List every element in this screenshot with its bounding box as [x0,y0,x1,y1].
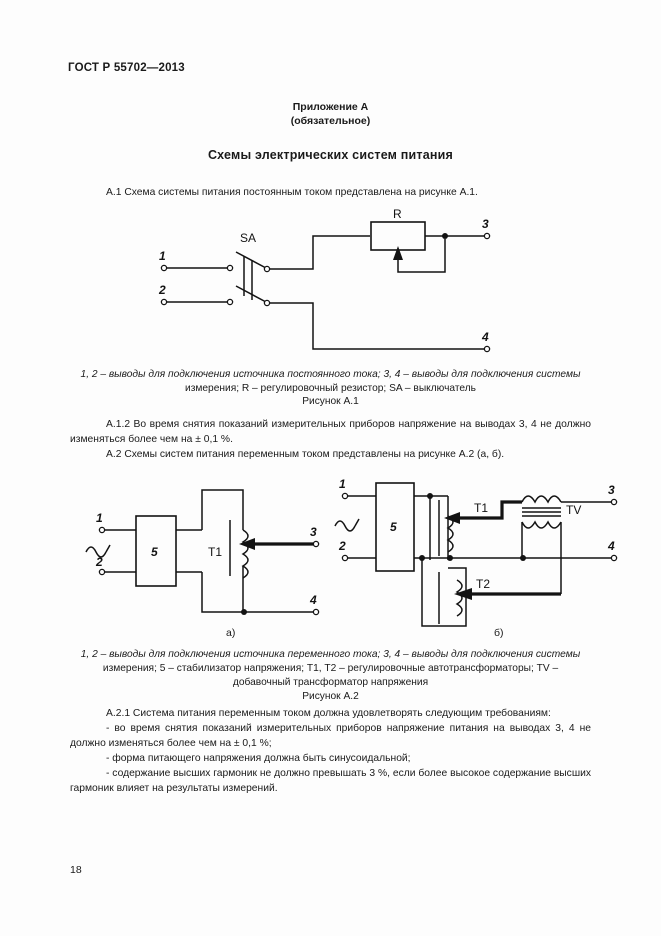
figure-a2a-label-terminal-4: 4 [309,593,317,607]
figure-a2-caption: 1, 2 – выводы для подключения источника … [55,648,606,691]
requirement-item-3: - содержание высших гармоник не должно п… [70,767,591,796]
paragraph-a1-2: А.1.2 Во время снятия показаний измерите… [70,418,591,447]
figure-a1-caption-line1: 1, 2 – выводы для подключения источника … [80,369,581,380]
figure-a2b-label-terminal-1: 1 [339,477,346,491]
figure-a2-sublabel-b: б) [494,627,504,639]
figure-a2-caption-line2: измерения; 5 – стабилизатор напряжения; … [102,663,559,675]
paragraph-a1: А.1 Схема системы питания постоянным ток… [70,186,591,201]
figure-a1-label-switch: SA [240,231,256,245]
page-title: Схемы электрических систем питания [207,148,454,162]
figure-a2b-label-voltage-transformer: TV [566,503,581,517]
figure-a2a-label-terminal-1: 1 [96,511,103,525]
requirement-item-3-text: - содержание высших гармоник не должно п… [70,768,591,794]
figure-a1-label-terminal-2: 2 [158,283,166,297]
figure-a2b-label-terminal-3: 3 [608,483,615,497]
figure-a1-number: Рисунок А.1 [302,396,359,407]
figure-a2-caption-line3: добавочный трансформатор напряжения [232,677,429,689]
figure-a1-label-terminal-4: 4 [481,330,489,344]
requirement-item-1: - во время снятия показаний измерительны… [70,722,591,751]
figure-a2b-label-terminal-2: 2 [338,539,346,553]
appendix-heading: Приложение А (обязательное) [0,100,661,128]
figure-a2a-label-terminal-3: 3 [310,525,317,539]
appendix-name: Приложение А [292,101,369,113]
figure-a2b-label-terminal-4: 4 [607,539,615,553]
paragraph-a2-1: А.2.1 Система питания переменным током д… [70,707,591,722]
appendix-obligation: (обязательное) [290,115,371,127]
paragraph-a2-text: А.2 Схемы систем питания переменным токо… [106,449,505,460]
figure-a2a-label-autotransformer: Т1 [208,545,222,559]
figure-a2-caption-line1: 1, 2 – выводы для подключения источника … [80,649,581,660]
figure-a2-subdiagram-a: 5 Т1 [85,489,320,616]
paragraph-a2-1-text: А.2.1 Система питания переменным током д… [106,708,551,719]
figure-a2b-label-stabilizer: 5 [390,520,397,534]
figure-a1-caption: 1, 2 – выводы для подключения источника … [55,368,606,396]
figure-a2b-label-autotransformer-2: Т2 [476,577,490,591]
requirement-item-2-text: - форма питающего напряжения должна быть… [106,753,411,764]
paragraph-a2: А.2 Схемы систем питания переменным токо… [70,448,591,463]
figure-a2-diagram: 5 Т1 [58,476,618,646]
standard-header: ГОСТ Р 55702—2013 [68,62,185,74]
figure-a2-number: Рисунок А.2 [302,691,359,702]
figure-a2b-label-autotransformer-1: Т1 [474,501,488,515]
requirement-item-1-text: - во время снятия показаний измерительны… [70,723,591,749]
paragraph-a1-2-text: А.1.2 Во время снятия показаний измерите… [70,419,591,445]
requirement-item-2: - форма питающего напряжения должна быть… [70,752,591,767]
figure-a2-subdiagram-b: 5 Т1 [334,477,618,627]
page-number: 18 [70,864,82,876]
paragraph-a1-text: А.1 Схема системы питания постоянным ток… [106,187,478,198]
figure-a2a-label-stabilizer: 5 [151,545,158,559]
figure-a1-caption-line2: измерения; R – регулировочный резистор; … [185,383,476,395]
figure-a1-label-resistor: R [393,207,402,221]
figure-a2-sublabel-a: а) [226,627,236,639]
figure-a1-diagram: 1 2 3 4 SA R [140,207,520,362]
figure-a1-label-terminal-3: 3 [482,217,489,231]
figure-a1-label-terminal-1: 1 [159,249,166,263]
figure-a2a-label-terminal-2: 2 [95,555,103,569]
